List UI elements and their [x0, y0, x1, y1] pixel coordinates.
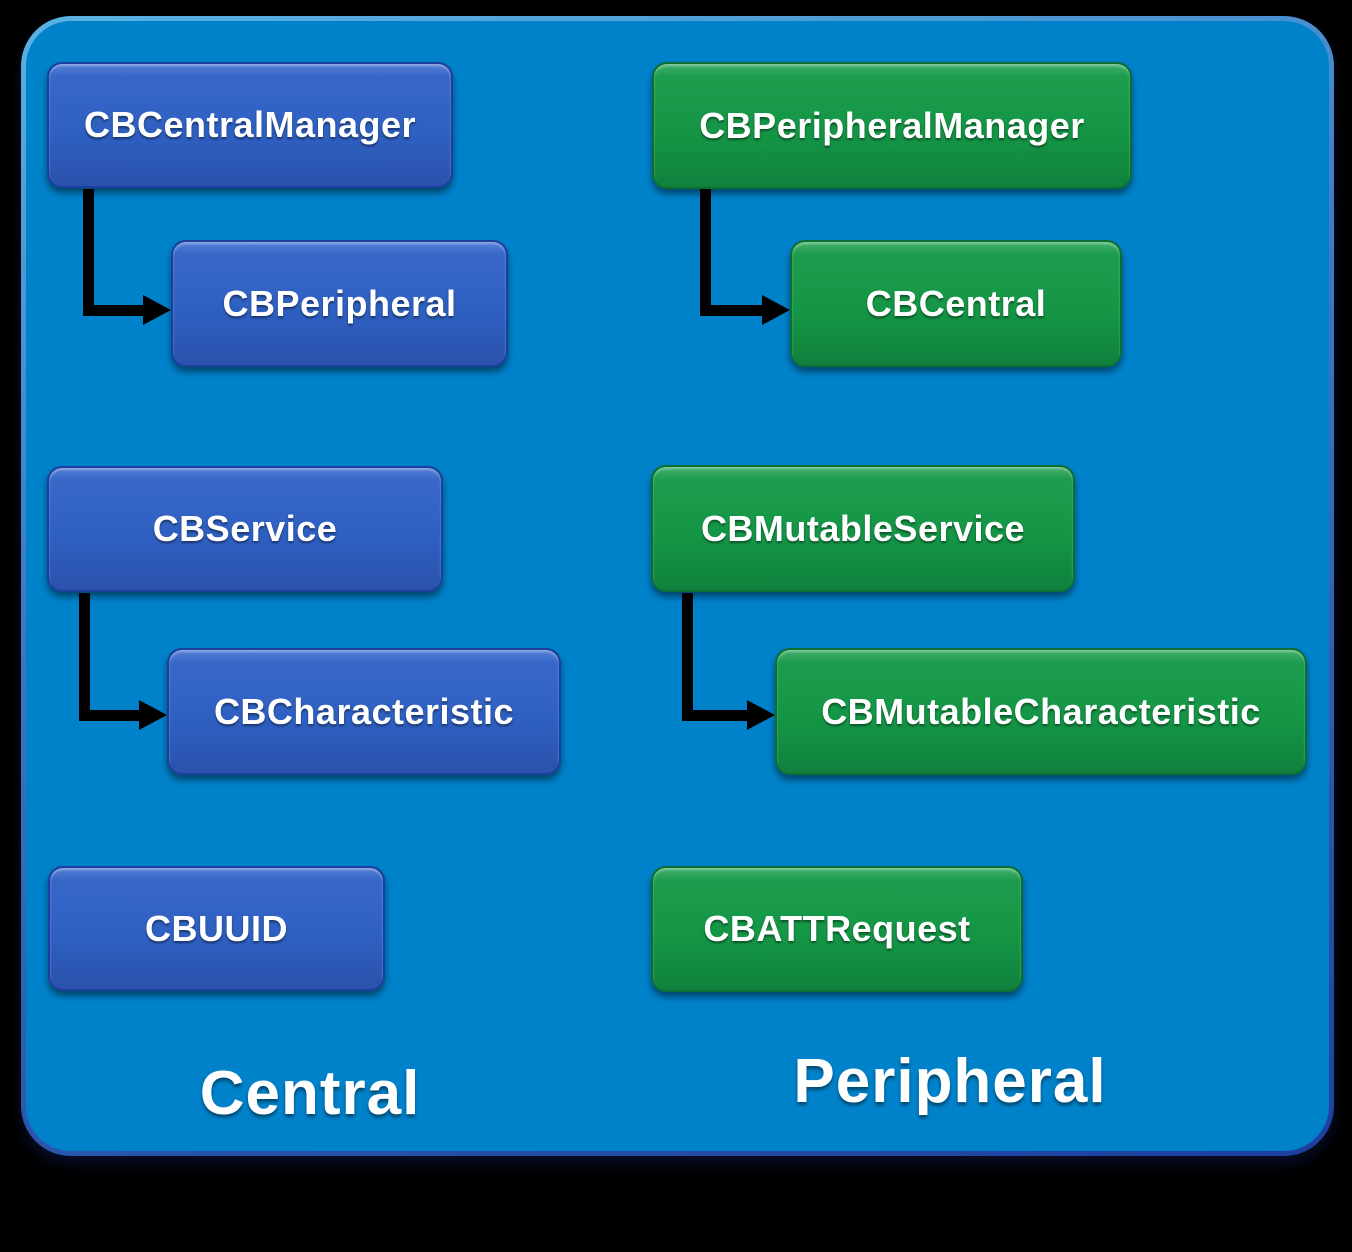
node-cbattrequest: CBATTRequest: [651, 866, 1023, 992]
node-cbcharacteristic: CBCharacteristic: [167, 648, 561, 775]
arrow-vertical-segment: [83, 189, 94, 316]
arrow-head-icon: [762, 295, 790, 325]
arrow-head-icon: [747, 700, 775, 730]
node-cbuuid: CBUUID: [48, 866, 385, 991]
node-cbcentralmanager: CBCentralManager: [47, 62, 453, 188]
node-cbservice: CBService: [47, 466, 443, 592]
node-cbperipheralmanager: CBPeripheralManager: [652, 62, 1132, 189]
node-cbperipheral: CBPeripheral: [171, 240, 508, 367]
arrow-vertical-segment: [79, 593, 90, 721]
arrow-head-icon: [139, 700, 167, 730]
arrow-horizontal-segment: [682, 710, 751, 721]
arrow-cbservice-to-cbcharacteristic: [79, 593, 167, 730]
node-cbmutablecharacteristic: CBMutableCharacteristic: [775, 648, 1307, 775]
arrow-cbmutableservice-to-cbmutablecharacteristic: [682, 593, 775, 730]
arrow-horizontal-segment: [83, 305, 147, 316]
arrow-vertical-segment: [682, 593, 693, 721]
arrow-cbperipheralmanager-to-cbcentral: [700, 189, 790, 325]
node-cbcentral: CBCentral: [790, 240, 1122, 367]
peripheral-section-label: Peripheral: [793, 1047, 1107, 1116]
central-section-label: Central: [199, 1059, 421, 1128]
node-cbmutableservice: CBMutableService: [651, 465, 1075, 592]
arrow-horizontal-segment: [700, 305, 766, 316]
arrow-vertical-segment: [700, 189, 711, 316]
arrow-horizontal-segment: [79, 710, 143, 721]
arrow-cbcentralmanager-to-cbperipheral: [83, 189, 171, 325]
arrow-head-icon: [143, 295, 171, 325]
